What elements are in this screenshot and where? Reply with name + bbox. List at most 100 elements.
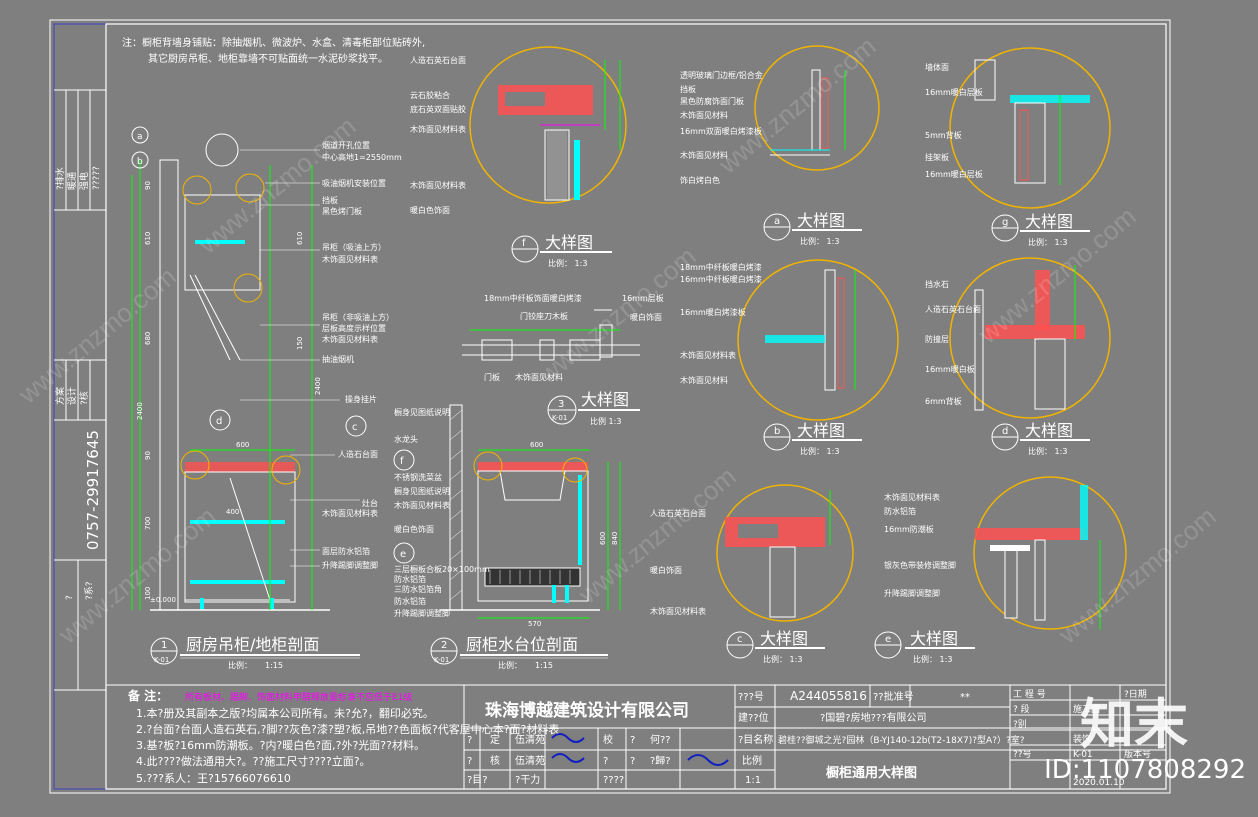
- svg-text:伍清苑: 伍清苑: [515, 754, 545, 767]
- svg-text:木饰面见材料表: 木饰面见材料表: [410, 124, 466, 134]
- section-1-labels: 烟道开孔位置 中心高地1=2550mm 吸油烟机安装位置 挡板 黑色烤门板 吊柜…: [322, 140, 402, 570]
- svg-text:木饰面见材料表: 木饰面见材料表: [322, 334, 378, 344]
- svg-text:大样图: 大样图: [910, 629, 958, 648]
- svg-text:灶台: 灶台: [362, 498, 378, 508]
- svg-text:?日期: ?日期: [1124, 689, 1147, 700]
- detail-d-labels: 挡水石 人造石英石台面 防撞层 16mm暖白板 6mm背板: [925, 279, 981, 406]
- detail-d-title: d 大样图 比例： 1:3: [991, 421, 1090, 456]
- project-number: A244055816: [790, 689, 867, 703]
- svg-text:610: 610: [144, 232, 152, 245]
- svg-text:840: 840: [611, 532, 619, 545]
- svg-text:K-01: K-01: [434, 656, 449, 664]
- title-block-project: ???号 A244055816 ??批准号 ** 建??位 ?国碧?房地???有…: [738, 689, 1025, 786]
- note-line-1: 注：橱柜背墙身铺贴：除抽烟机、微波炉、水盒、清毒柜部位贴砖外,: [122, 36, 425, 49]
- svg-text:2: 2: [441, 640, 447, 651]
- svg-text:校: 校: [603, 733, 613, 746]
- svg-text:2.?台面?台面人造石英石,?脚??灰色?漆?塑?板,吊地?: 2.?台面?台面人造石英石,?脚??灰色?漆?塑?板,吊地??色面板?代客屋中心…: [136, 722, 559, 736]
- detail-a-drawing: [754, 45, 880, 171]
- detail-f-labels: 人造石英石台面 云石胶粘合 底石英双面贴胶 木饰面见材料表 木饰面见材料表 暖白…: [410, 55, 466, 215]
- svg-text:680: 680: [144, 332, 152, 345]
- svg-text:比例： 1:3: 比例： 1:3: [800, 446, 839, 456]
- svg-text:5mm背板: 5mm背板: [925, 130, 962, 140]
- svg-text:150: 150: [296, 337, 304, 350]
- svg-text:??批准号: ??批准号: [873, 690, 914, 703]
- svg-text:16mm暖白板: 16mm暖白板: [925, 364, 975, 374]
- svg-text:16mm暖白层板: 16mm暖白层板: [925, 87, 983, 97]
- svg-text:1:15: 1:15: [265, 661, 283, 670]
- detail-e-drawing: [973, 476, 1127, 630]
- svg-text:木饰面见材料: 木饰面见材料: [680, 150, 728, 160]
- svg-text:银灰色带装修调整脚: 银灰色带装修调整脚: [884, 560, 956, 570]
- signature-marks: [551, 733, 729, 766]
- svg-text:门板: 门板: [484, 372, 500, 382]
- svg-text:定: 定: [490, 733, 500, 746]
- svg-text:c: c: [737, 634, 743, 645]
- svg-text:600: 600: [530, 441, 543, 449]
- side-label-8: ?系?: [84, 581, 95, 600]
- svg-text:面层防水铝箔: 面层防水铝箔: [322, 546, 370, 556]
- svg-text:比例 1:3: 比例 1:3: [590, 416, 621, 426]
- svg-text:核: 核: [490, 754, 500, 767]
- svg-text:16mm暖白烤漆板: 16mm暖白烤漆板: [680, 307, 746, 317]
- svg-text:暖白饰面: 暖白饰面: [630, 312, 662, 322]
- svg-text:16mm双面暖白烤漆板: 16mm双面暖白烤漆板: [680, 126, 762, 136]
- side-label-4: 方案: [54, 387, 66, 405]
- svg-text:b: b: [774, 426, 780, 437]
- phone-number: 0757-29917645: [84, 430, 102, 550]
- svg-text:吊柜（吸油上方）: 吊柜（吸油上方）: [322, 242, 386, 252]
- svg-text:6mm背板: 6mm背板: [925, 396, 962, 406]
- svg-text:c: c: [352, 422, 358, 433]
- watermark-id: ID:1107808292: [1044, 755, 1246, 785]
- svg-text:底石英双面贴胶: 底石英双面贴胶: [410, 104, 466, 114]
- svg-text:伍清苑: 伍清苑: [515, 733, 545, 746]
- svg-text:700: 700: [144, 517, 152, 530]
- svg-text:吊柜（非吸油上方）: 吊柜（非吸油上方）: [322, 312, 394, 322]
- svg-text:比例: 比例: [742, 754, 762, 767]
- svg-text:防水铝箔: 防水铝箔: [394, 574, 426, 584]
- svg-text:防水铝箔: 防水铝箔: [884, 506, 916, 516]
- title-block-remarks: 备 注： 所有板材、踢脚、饰面材料甲醛释放量标准不应低于E1级 1.本?册及其副…: [127, 688, 559, 785]
- svg-text:90: 90: [144, 451, 152, 460]
- svg-text:黑色防腐饰面门板: 黑色防腐饰面门板: [680, 96, 744, 106]
- svg-text:????: ????: [603, 775, 624, 786]
- svg-text:3.基?板?16mm防潮板。?内?暖白色?面,?外?光面??: 3.基?板?16mm防潮板。?内?暖白色?面,?外?光面??材料。: [136, 738, 425, 752]
- svg-text:何??: 何??: [650, 733, 671, 746]
- svg-text:2400: 2400: [136, 402, 144, 420]
- svg-text:K-01: K-01: [154, 656, 169, 664]
- svg-text:暖白饰面: 暖白饰面: [650, 565, 682, 575]
- side-label-6: ?核: [78, 391, 90, 405]
- watermark-brand-logo: 知末: [1080, 693, 1188, 756]
- svg-text:???号: ???号: [738, 691, 764, 703]
- svg-text:100: 100: [144, 587, 152, 600]
- svg-text:a: a: [137, 132, 143, 142]
- detail-e-labels: 木饰面见材料表 防水铝箔 16mm防潮板 银灰色带装修调整脚 升降踢脚调整脚: [884, 492, 956, 598]
- detail-c-labels: 人造石英石台面 暖白饰面 木饰面见材料表: [650, 508, 706, 616]
- svg-text:饰白烤白色: 饰白烤白色: [680, 175, 720, 185]
- svg-text:门铰座刀木板: 门铰座刀木板: [520, 311, 568, 321]
- svg-text:**: **: [960, 692, 970, 703]
- svg-text:比例： 1:3: 比例： 1:3: [913, 654, 952, 664]
- general-note: 注：橱柜背墙身铺贴：除抽烟机、微波炉、水盒、清毒柜部位贴砖外, 其它厨房吊柜、地…: [122, 36, 425, 65]
- section-1-dims: 90 610 680 2400 90 700 100 610 150 2400 …: [136, 181, 322, 604]
- svg-text:木饰面见材料: 木饰面见材料: [680, 110, 728, 120]
- svg-text:?: ?: [467, 735, 472, 746]
- svg-text:木饰面见材料表: 木饰面见材料表: [650, 606, 706, 616]
- svg-text:升降踢脚调整脚: 升降踢脚调整脚: [884, 588, 940, 598]
- drawing-title: 橱柜通用大样图: [826, 765, 917, 781]
- svg-text:?目名称: ?目名称: [738, 733, 773, 746]
- svg-text:?: ?: [467, 756, 472, 767]
- detail-a-labels: 透明玻璃门边框/铝合金 挡板 黑色防腐饰面门板 木饰面见材料 16mm双面暖白烤…: [680, 70, 763, 185]
- svg-text:??号: ??号: [1013, 749, 1032, 760]
- svg-text:g: g: [1002, 217, 1008, 228]
- section-2-title: 2 K-01 厨柜水台位剖面 比例： 1:15: [430, 635, 608, 670]
- svg-text:黑色烤门板: 黑色烤门板: [322, 206, 362, 216]
- detail-g-title: g 大样图 比例： 1:3: [991, 212, 1090, 247]
- svg-text:?干力: ?干力: [515, 773, 540, 786]
- svg-text:大样图: 大样图: [797, 421, 845, 440]
- svg-text:装饰: 装饰: [1073, 733, 1091, 745]
- detail-3-drawing: 3 K-01 大样图 比例 1:3: [462, 309, 640, 426]
- svg-text:?别: ?别: [1013, 719, 1027, 730]
- svg-text:挂架板: 挂架板: [925, 152, 949, 162]
- svg-text:中心高地1=2550mm: 中心高地1=2550mm: [322, 152, 402, 162]
- svg-text:防水铝箔: 防水铝箔: [394, 596, 426, 606]
